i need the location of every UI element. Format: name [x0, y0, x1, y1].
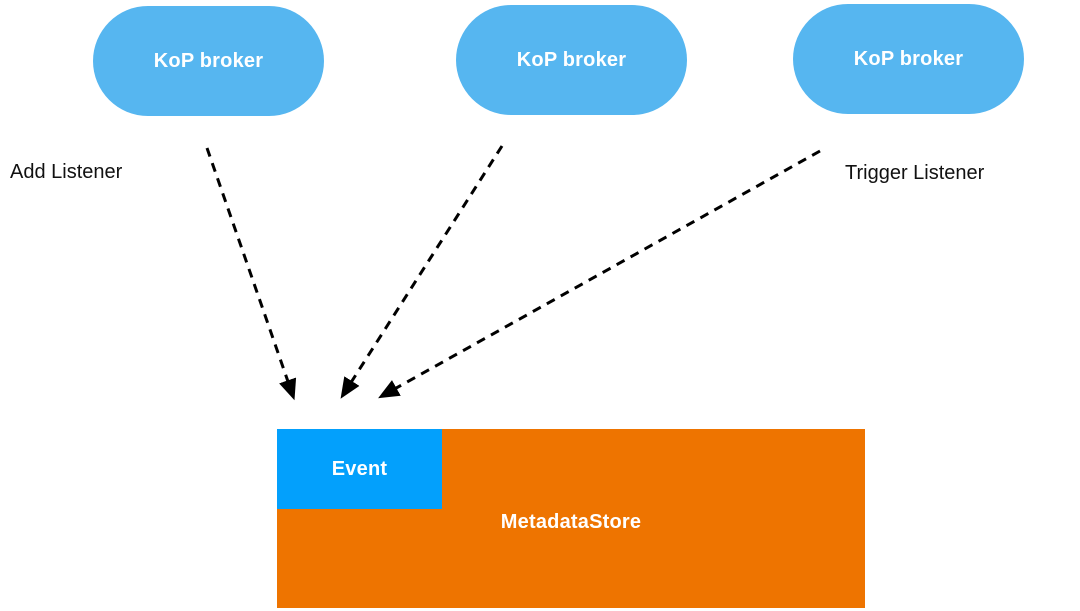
kop-broker-label: KoP broker	[153, 49, 264, 72]
kop-broker-label: KoP broker	[516, 48, 627, 71]
kop-broker-node-1: KoP broker	[93, 6, 324, 116]
event-node: Event	[277, 429, 442, 509]
dashed-arrow-broker3-to-event	[378, 149, 821, 399]
add-listener-label: Add Listener	[10, 161, 123, 183]
trigger-listener-label: Trigger Listener	[845, 162, 985, 184]
metadata-store-label: MetadataStore	[500, 511, 642, 533]
dashed-arrow-broker2-to-event	[340, 145, 504, 399]
kop-broker-node-2: KoP broker	[456, 5, 687, 115]
kop-broker-node-3: KoP broker	[793, 4, 1024, 114]
event-label: Event	[331, 457, 388, 480]
dashed-arrow-broker1-to-event	[205, 147, 297, 401]
metadata-store-node: Event MetadataStore	[277, 429, 865, 608]
kop-broker-label: KoP broker	[853, 47, 964, 70]
